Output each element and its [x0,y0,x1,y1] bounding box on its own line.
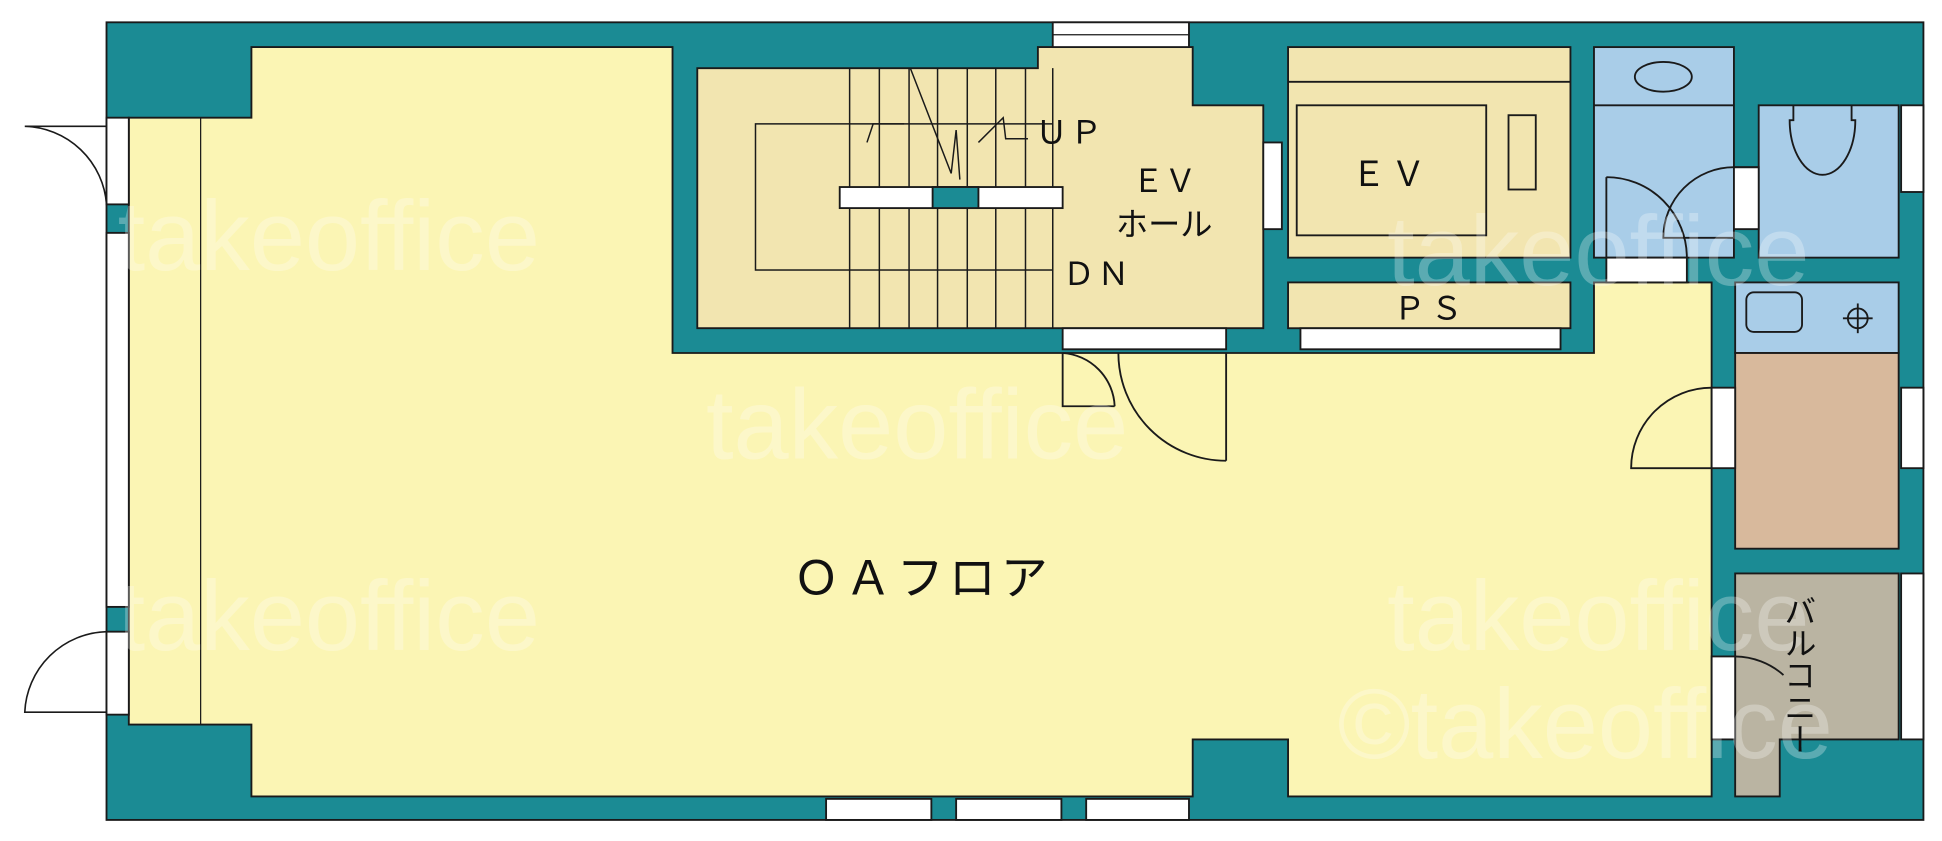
watermark: takeoffice [118,180,540,291]
ev-hall-window [1262,141,1283,231]
toilet-room [1757,104,1900,259]
entrance-door-bottom-swing[interactable] [23,630,107,713]
window-bottom-2 [955,797,1063,821]
stair-divider-core [931,186,980,210]
washroom-door-opening[interactable] [1605,256,1688,284]
entrance-door-top-swing[interactable] [24,125,108,205]
elevator-car [1295,104,1488,237]
stairs-down-label: ＤＮ [1063,255,1132,293]
kitchen-floor [1734,352,1900,550]
window-left [105,231,130,608]
entrance-door-top-opening[interactable] [105,116,130,206]
window-bottom-1 [825,797,933,821]
stove-icon [1842,303,1873,334]
balcony-door-opening[interactable] [1710,655,1737,741]
room-label-office: ＯＡフロア [793,552,1053,607]
toilet-icon [1788,105,1857,176]
balcony-window [1900,572,1925,741]
ps-label: ＰＳ [1393,290,1467,328]
kitchen-door-opening[interactable] [1710,386,1737,470]
toilet-door-swing[interactable] [1605,166,1759,258]
balcony [1734,572,1900,798]
sink-icon [1745,291,1803,333]
elevator-counterweight [1507,114,1537,191]
entrance-door-bottom-opening[interactable] [105,630,130,716]
watermark: takeoffice [1387,560,1809,671]
window-bottom-3 [1085,797,1190,821]
ev-hall-label-1: ＥＶ [1132,162,1196,200]
washbasin-icon [1633,61,1693,93]
pipe-space [1287,281,1572,330]
core-door-opening[interactable] [1061,327,1228,351]
balcony-door-swing[interactable] [1735,655,1785,676]
kitchen-door-swing[interactable] [1630,386,1712,470]
ev-hall-label-2: ホール [1116,205,1213,243]
kitchen-window [1900,386,1925,470]
balcony-label: バルコニー [1779,595,1817,756]
ps-door[interactable] [1299,327,1562,351]
toilet-door-opening[interactable] [1732,166,1760,231]
watermark: takeoffice [706,368,1128,479]
watermark: takeoffice [1387,195,1809,306]
core-door-swing[interactable] [1061,352,1228,462]
elevator-label: ＥＶ [1351,155,1430,195]
stairs-up-label: ＵＰ [1035,114,1104,152]
watermark: ©takeoffice [1338,668,1833,779]
watermark: takeoffice [118,560,540,671]
toilet-window [1900,104,1925,193]
